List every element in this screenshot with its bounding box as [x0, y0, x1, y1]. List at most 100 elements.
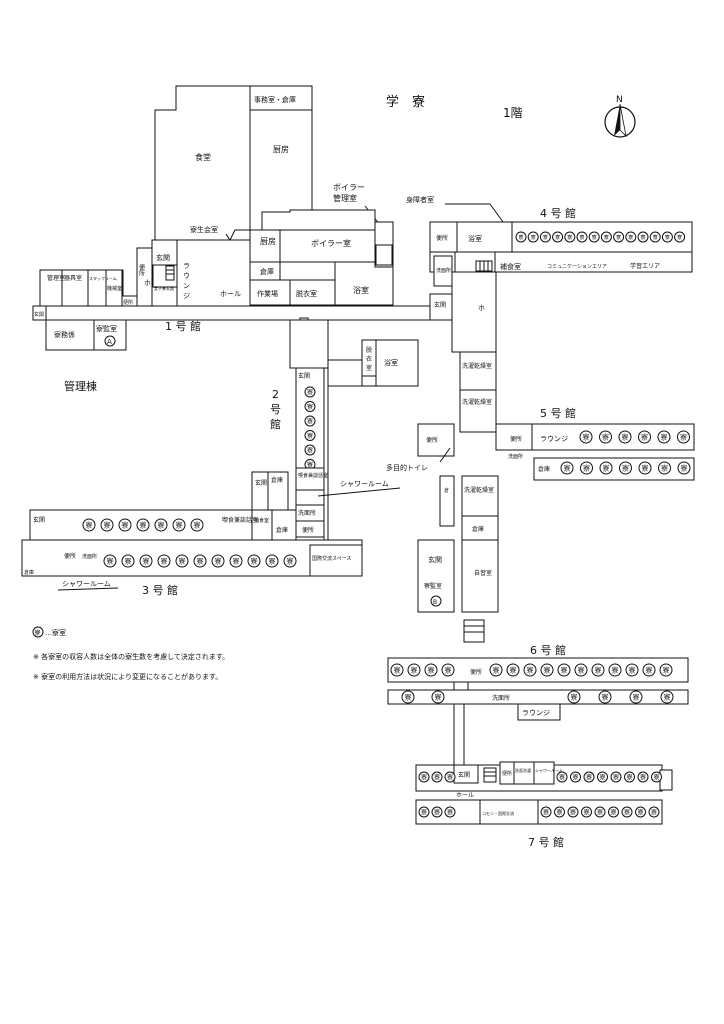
spine-corridor: [451, 271, 497, 433]
dorm-room-glyph: 寮: [597, 808, 603, 816]
dorm-room-glyph: 寮: [125, 557, 132, 566]
dorm-room-icon: 寮: [82, 518, 96, 532]
dorm-room-glyph: 寮: [641, 234, 646, 241]
dorm-room-glyph: 寮: [612, 666, 619, 675]
dorm-room-glyph: 寮: [570, 808, 576, 816]
dorm-room-glyph: 寮: [633, 693, 640, 702]
dorm-room-glyph: 寮: [179, 557, 186, 566]
dorm-rooms-building-6-lower: 寮寮寮寮寮寮: [401, 690, 674, 704]
dorm-room-glyph: 寮: [158, 521, 165, 530]
corridor-1: [45, 305, 431, 351]
dorm-room-icon: 寮: [625, 231, 637, 243]
dorm-room-glyph: 寮: [661, 433, 668, 442]
dorm-room-glyph: 寮: [543, 234, 548, 241]
dorm-room-glyph: 寮: [544, 666, 551, 675]
floor-label: 1階: [503, 105, 523, 120]
building-4-label: 4 号 館: [540, 206, 576, 220]
dorm-room-glyph: 寮: [602, 693, 609, 702]
room-kitsushoku-3: 喫食兼談話室: [222, 516, 258, 524]
dorm-room-glyph: 寮: [307, 403, 313, 411]
dorm-room-glyph: 寮: [435, 693, 442, 702]
building-3-label: 3 号 館: [142, 583, 178, 597]
dorm-room-icon: 寮: [588, 231, 600, 243]
room-datsuishitsu-1: 脱衣室: [296, 289, 317, 298]
room-hall-7: ホール: [456, 792, 474, 799]
room-senmenjo-4: 洗面所: [436, 267, 451, 274]
room-genkan-2: 玄関: [298, 372, 310, 380]
room-sagyoba: 作業場: [257, 289, 278, 298]
room-jishu: 自習室: [474, 569, 492, 577]
room-hoshoku-3: 補食室: [254, 517, 269, 524]
dorm-room-icon: 寮: [441, 663, 455, 677]
room-soko-3c: 倉庫: [24, 569, 34, 576]
room-lounge-1d: ジ: [183, 292, 190, 300]
room-jimushitsu: 事務室・倉庫: [254, 95, 296, 104]
dorm-room-icon: 寮: [649, 231, 661, 243]
dorm-room-glyph: 寮: [269, 557, 276, 566]
dorm-room-icon: 寮: [407, 663, 421, 677]
dorm-room-glyph: 寮: [307, 446, 313, 454]
dorm-room-glyph: 寮: [107, 557, 114, 566]
dorm-rooms-building-7-upper: 寮寮寮寮寮寮寮寮寮寮寮: [418, 771, 662, 783]
dorm-room-glyph: 寮: [622, 464, 629, 473]
dorm-room-icon: 寮: [515, 231, 527, 243]
badge-b: B: [433, 599, 437, 606]
dorm-rooms-building-7-lower: 寮寮寮寮寮寮寮寮寮寮寮寮: [418, 806, 660, 818]
dorm-room-glyph: 寮: [653, 234, 658, 241]
dorm-room-icon: 寮: [648, 806, 660, 818]
dorm-room-icon: 寮: [424, 663, 438, 677]
dorm-room-glyph: 寮: [651, 808, 657, 816]
dorm-room-icon: 寮: [540, 806, 552, 818]
dorm-room-glyph: 寮: [434, 773, 440, 781]
dorm-room-glyph: 寮: [531, 234, 536, 241]
badge-a: A: [107, 338, 112, 346]
room-senmen-7: 洗面洗濯: [515, 767, 531, 773]
dorm-room-glyph: 寮: [510, 666, 517, 675]
building-2-label: 2 号 館: [270, 388, 281, 431]
room-ryokanshitsu-a: 寮監室: [96, 324, 117, 333]
dorm-room-icon: 寮: [677, 461, 691, 475]
building-5-label: 5 号 館: [540, 406, 576, 420]
room-benjo-5b: 便所: [510, 435, 522, 443]
room-genkan-7: 玄関: [458, 771, 470, 779]
dorm-room-glyph: 寮: [561, 666, 568, 675]
service-block: [249, 209, 394, 306]
dorm-room-glyph: 寮: [559, 773, 565, 781]
dorm-room-glyph: 寮: [586, 773, 592, 781]
dorm-room-icon: 寮: [103, 554, 117, 568]
room-lounge-6: ラウンジ: [522, 709, 550, 717]
building-7-wing: [415, 761, 673, 825]
dorm-room-icon: 寮: [608, 663, 622, 677]
dorm-room-icon: 寮: [539, 231, 551, 243]
dorm-room-icon: 寮: [659, 663, 673, 677]
dorm-room-glyph: 寮: [307, 461, 313, 469]
dorm-room-glyph: 寮: [595, 666, 602, 675]
dorm-room-icon: 寮: [506, 663, 520, 677]
room-hall-1: ホ: [144, 279, 151, 287]
room-hoshoku-4: 補食室: [500, 262, 521, 271]
dorm-room-icon: 寮: [642, 663, 656, 677]
dorm-room-icon: 寮: [600, 231, 612, 243]
dorm-room-glyph: 寮: [434, 808, 440, 816]
dorm-room-glyph: 寮: [681, 464, 688, 473]
dorm-room-glyph: 寮: [642, 464, 649, 473]
dorm-room-icon: 寮: [608, 806, 619, 818]
dorm-room-icon: 寮: [157, 554, 171, 568]
dorm-room-icon: 寮: [304, 386, 316, 398]
dorm-room-glyph: 寮: [663, 666, 670, 675]
dorm-room-icon: 寮: [136, 518, 150, 532]
room-tamokuteki: 多目的トイレ: [386, 463, 428, 472]
room-kokusai-3: 国際交流スペース: [312, 555, 351, 562]
room-soko-6b: 倉庫: [472, 525, 484, 533]
dorm-room-icon: 寮: [390, 663, 404, 677]
dorm-room-glyph: 寮: [627, 773, 633, 781]
dorm-room-icon: 寮: [597, 771, 608, 783]
dorm-rooms-building-3-lower: 寮寮寮寮寮寮寮寮寮寮寮: [103, 554, 297, 568]
dorm-room-icon: 寮: [580, 461, 593, 475]
dorm-room-icon: 寮: [172, 518, 186, 532]
room-chubo: 厨房: [273, 144, 289, 154]
dorm-room-icon: 寮: [583, 771, 595, 783]
dorm-room-glyph: 寮: [628, 234, 633, 241]
dorm-rooms-building-6-upper: 寮寮寮寮寮寮寮寮寮寮寮寮寮寮寮: [390, 663, 673, 677]
dorm-room-icon: 寮: [304, 430, 316, 441]
